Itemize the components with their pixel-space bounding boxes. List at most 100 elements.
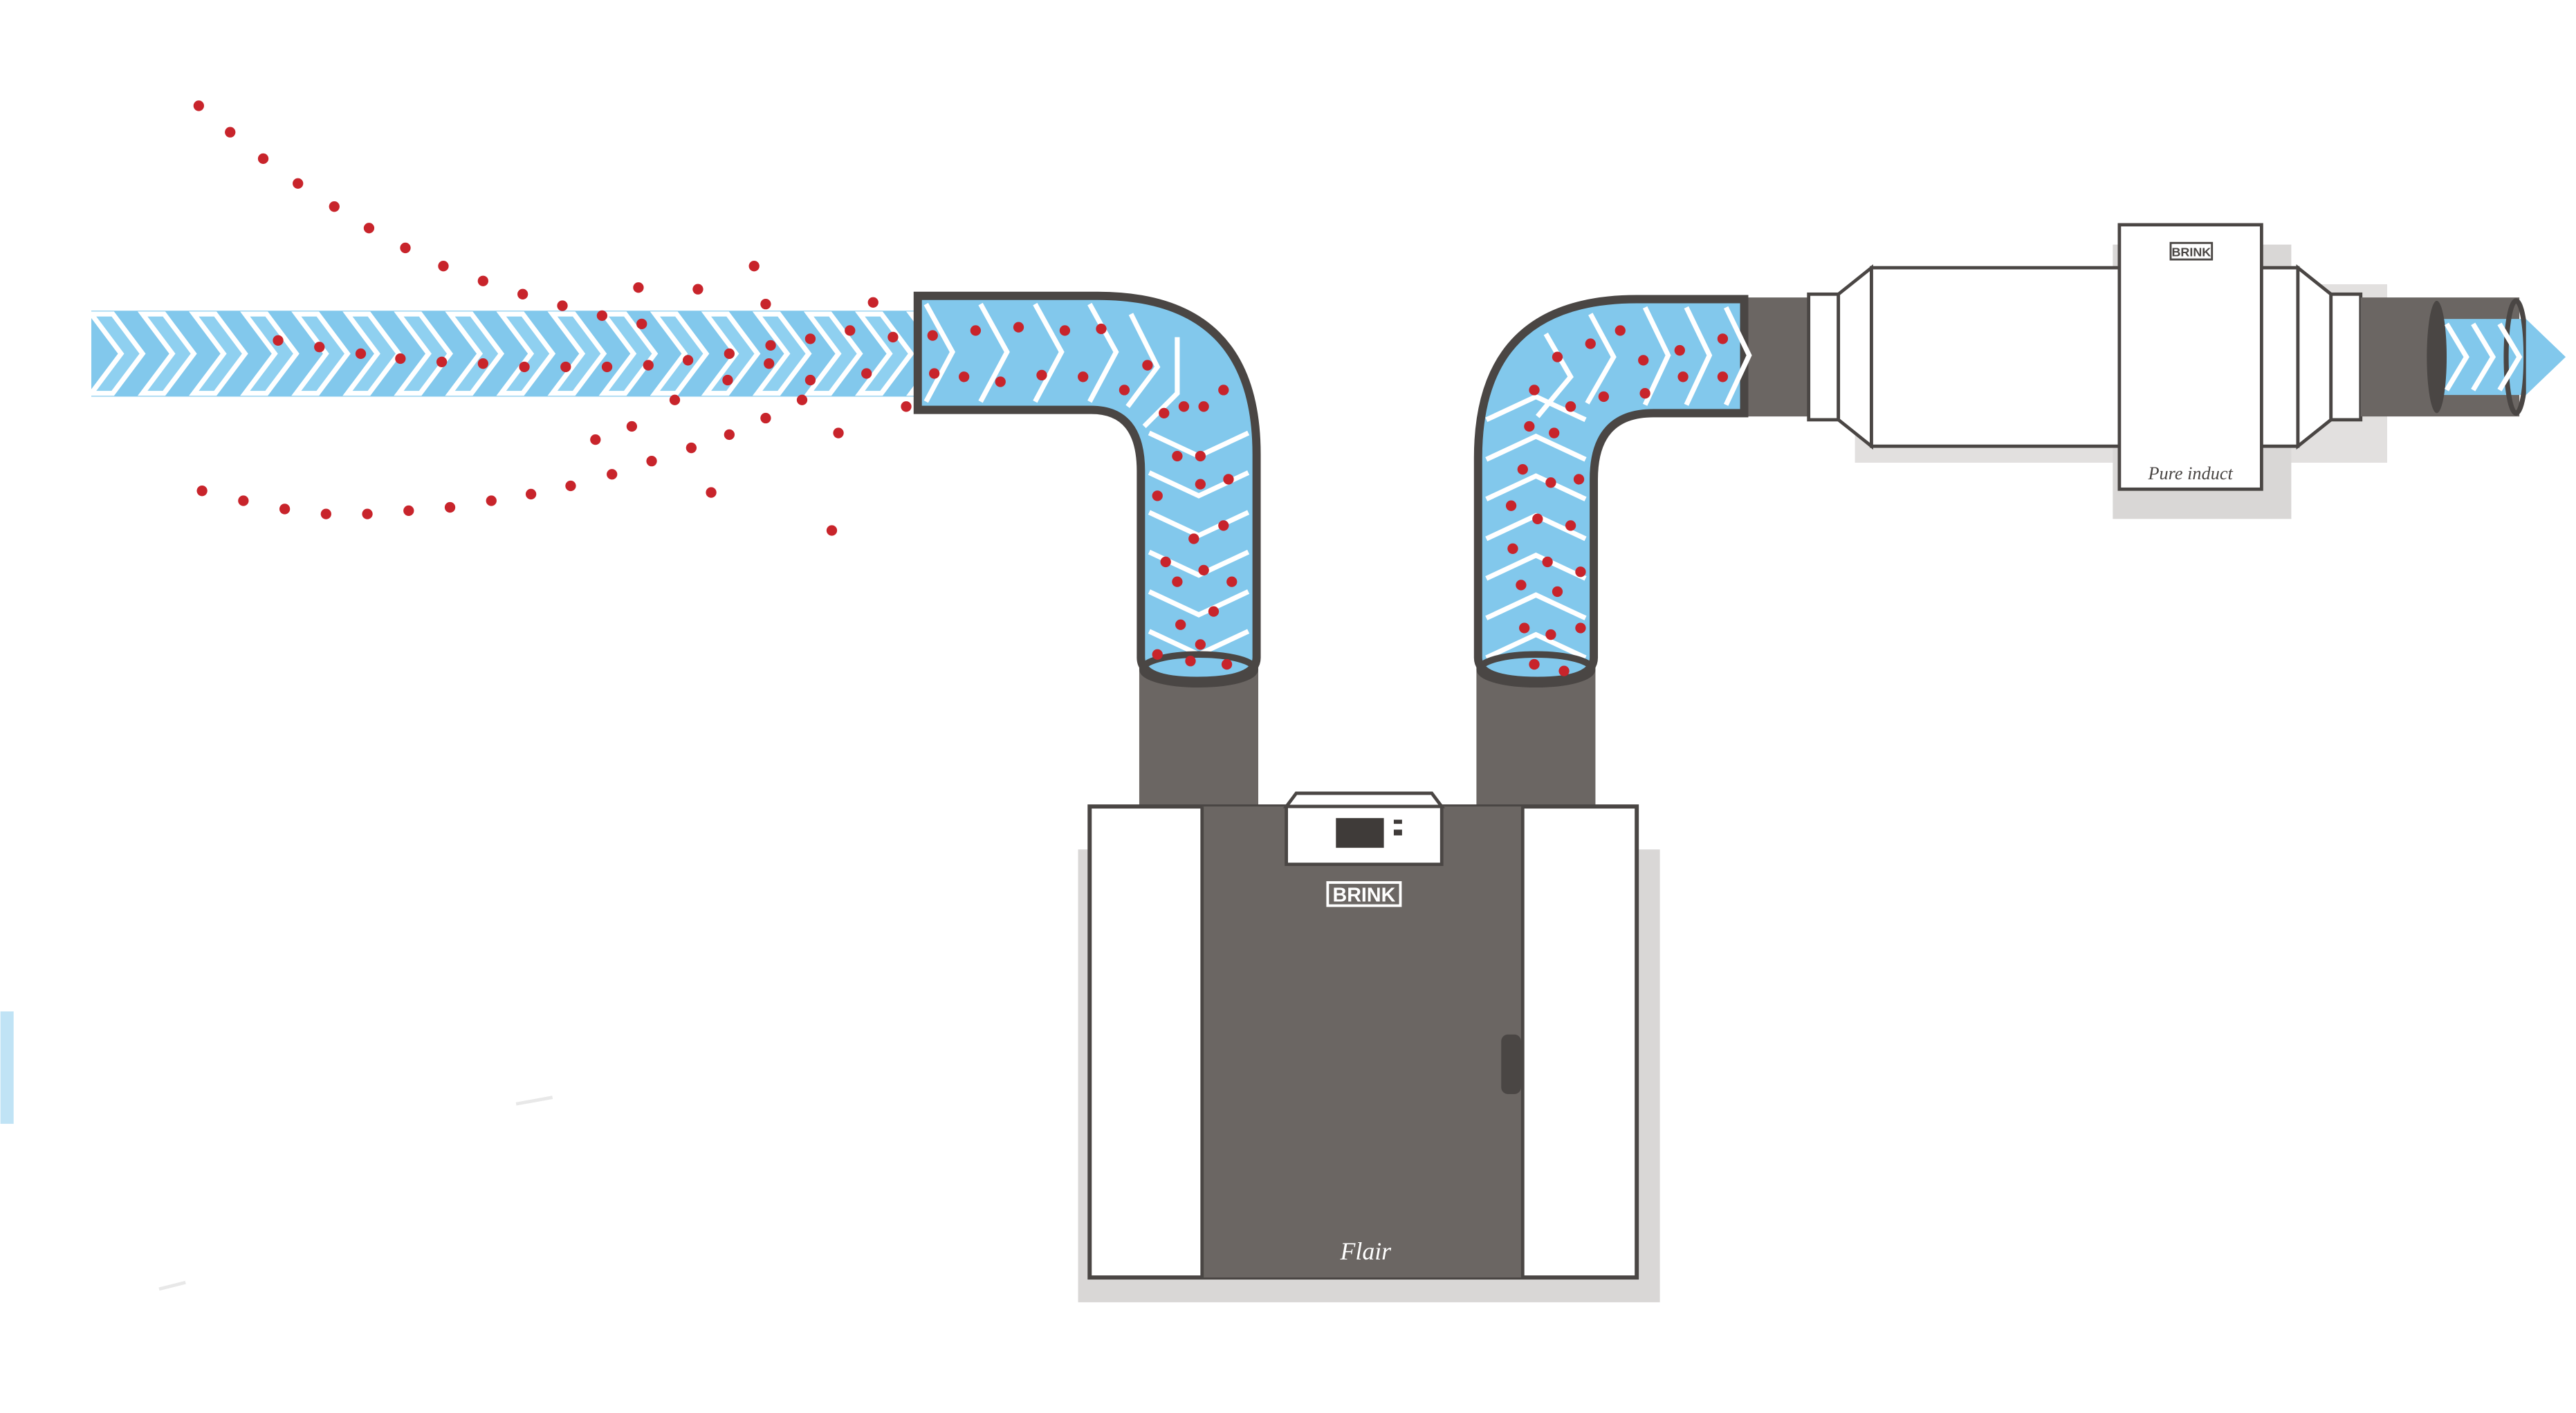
particle-dot-icon — [444, 501, 456, 513]
chevron-arrow-icon — [752, 311, 812, 396]
particle-dot-icon — [1565, 401, 1576, 412]
particle-dot-icon — [601, 361, 613, 373]
unit-brand-logo: BRINK — [1333, 884, 1396, 906]
particle-dot-icon — [929, 368, 940, 379]
particle-dot-icon — [1198, 401, 1209, 412]
particle-dot-icon — [557, 300, 568, 311]
inline-filter-unit: BRINK Pure induct — [1807, 223, 2363, 491]
chevron-arrow-icon — [445, 311, 505, 396]
particle-dot-icon — [724, 429, 735, 441]
particle-dot-icon — [1575, 622, 1586, 634]
particle-dot-icon — [314, 342, 325, 353]
chevron-arrow-icon — [2471, 322, 2496, 391]
chevron-arrow-icon — [1087, 302, 1119, 403]
outflow-chevrons — [2444, 322, 2523, 391]
particle-dot-icon — [643, 360, 654, 371]
chevron-arrow-icon — [394, 311, 454, 396]
chevron-arrow-icon — [1148, 510, 1250, 539]
particle-dot-icon — [1208, 606, 1220, 617]
chevron-arrow-icon — [1485, 433, 1587, 462]
particle-dot-icon — [706, 487, 717, 498]
chevron-arrow-icon — [1585, 313, 1617, 405]
particle-dot-icon — [1507, 543, 1518, 554]
particle-dot-icon — [1198, 564, 1209, 576]
chevron-arrow-icon — [1723, 306, 1752, 406]
particle-dot-icon — [1059, 325, 1071, 336]
particle-dot-icon — [804, 374, 816, 386]
left-duct — [913, 291, 1261, 818]
chevron-arrow-icon — [86, 311, 146, 396]
particle-dot-icon — [1036, 369, 1047, 381]
chevron-arrow-icon — [291, 311, 351, 396]
chevron-arrow-icon — [1033, 302, 1065, 403]
particle-dot-icon — [1078, 371, 1089, 382]
particle-dot-icon — [833, 427, 844, 438]
chevron-arrow-icon — [978, 302, 1010, 403]
chevron-arrow-icon — [650, 311, 710, 396]
particle-dot-icon — [1552, 586, 1563, 598]
particle-dot-icon — [826, 525, 838, 536]
particle-dot-icon — [519, 361, 530, 373]
particle-dot-icon — [1639, 388, 1650, 399]
chevron-arrow-icon — [342, 311, 402, 396]
particles — [193, 100, 1729, 676]
particle-dot-icon — [692, 284, 703, 295]
particle-dot-icon — [1549, 427, 1560, 438]
particle-dot-icon — [845, 325, 856, 336]
particle-dot-icon — [1598, 391, 1610, 403]
particle-dot-icon — [959, 371, 970, 382]
particle-dot-icon — [867, 297, 878, 308]
particle-dot-icon — [1226, 576, 1238, 587]
particle-dot-icon — [1545, 477, 1556, 488]
particle-dot-icon — [995, 376, 1006, 387]
particle-dot-icon — [1172, 450, 1183, 462]
particle-dot-icon — [1529, 385, 1540, 396]
heat-recovery-unit: BRINK Flair — [1087, 791, 1639, 1280]
particle-dot-icon — [1677, 371, 1689, 382]
particle-dot-icon — [1614, 325, 1626, 336]
chevron-arrow-icon — [1485, 552, 1587, 581]
right-duct-chevrons-vertical — [1485, 394, 1587, 661]
chevron-arrow-icon — [1125, 313, 1161, 408]
filter-model-label: Pure induct — [2147, 463, 2233, 483]
particle-dot-icon — [403, 505, 414, 516]
right-duct-chevrons-horizontal — [1536, 306, 1752, 418]
particle-dot-icon — [1552, 351, 1563, 362]
particle-dot-icon — [477, 358, 488, 369]
chevron-arrow-icon — [1485, 394, 1587, 423]
particle-dot-icon — [293, 178, 304, 189]
particle-dot-icon — [636, 318, 647, 329]
chevron-arrow-icon — [2497, 322, 2523, 391]
particle-dot-icon — [748, 261, 760, 272]
particle-dot-icon — [279, 504, 291, 515]
chevron-arrow-icon — [1148, 589, 1250, 618]
particle-dot-icon — [765, 340, 776, 351]
outgoing-air-stream — [2360, 297, 2566, 417]
particle-dot-icon — [1505, 500, 1517, 511]
chevron-arrow-icon — [1642, 306, 1671, 406]
particle-dot-icon — [724, 348, 735, 359]
particle-dot-icon — [225, 127, 236, 138]
particle-dot-icon — [1142, 360, 1153, 371]
particle-dot-icon — [901, 401, 912, 412]
particle-dot-icon — [238, 495, 249, 506]
control-display-icon — [1336, 818, 1384, 848]
particle-dot-icon — [1517, 463, 1528, 475]
particle-dot-icon — [1532, 513, 1543, 524]
particle-dot-icon — [1558, 665, 1570, 676]
right-duct — [1473, 295, 1816, 818]
particle-dot-icon — [560, 361, 571, 373]
particle-dot-icon — [590, 434, 601, 445]
particle-dot-icon — [1119, 385, 1130, 396]
chevron-arrow-icon — [189, 311, 248, 396]
chevron-arrow-icon — [2444, 322, 2469, 391]
particle-dot-icon — [438, 261, 449, 272]
particle-dot-icon — [887, 331, 899, 343]
edge-mark — [0, 1011, 14, 1124]
particle-dot-icon — [1717, 371, 1729, 382]
chevron-arrow-icon — [547, 311, 607, 396]
filter-brand-logo-icon: BRINK — [2169, 241, 2214, 261]
particle-dot-icon — [1545, 629, 1556, 640]
particle-dot-icon — [400, 242, 411, 254]
